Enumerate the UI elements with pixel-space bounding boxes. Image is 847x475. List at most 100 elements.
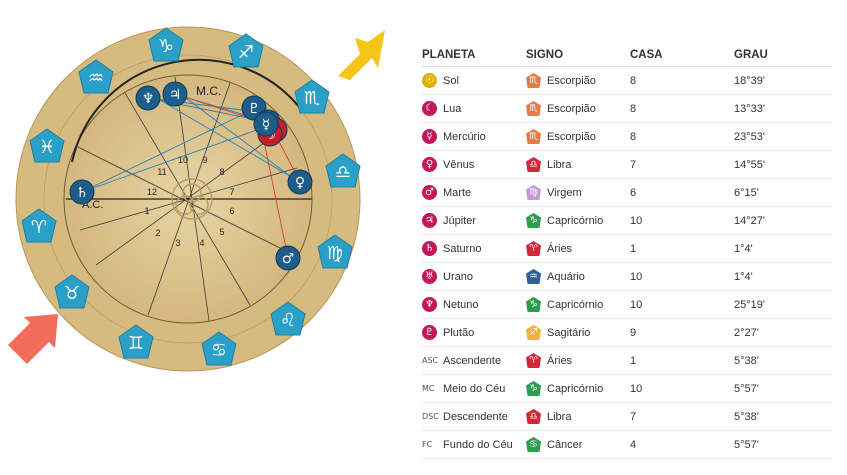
planet-name: Lua [443, 102, 462, 115]
pluto-icon: ♇ [248, 101, 261, 117]
zodiac-libra-badge: ♎ [325, 153, 361, 188]
house-cell: 7 [630, 410, 637, 423]
planet-name: Sol [443, 74, 459, 87]
degree-cell: 14°55' [734, 158, 765, 171]
degree-cell: 25°19' [734, 298, 765, 311]
sign-cell: ♎Libra [526, 157, 630, 172]
gemini-icon: ♊ [128, 333, 144, 354]
degree-cell: 13°33' [734, 102, 765, 115]
house-number-5: 5 [219, 227, 224, 237]
planet-name: Vênus [443, 158, 475, 171]
planet-marker-venus[interactable]: ♀ [287, 169, 313, 195]
sign-cell: ♈Áries [526, 353, 630, 368]
libra-icon: ♎ [335, 162, 351, 183]
house-cell: 1 [630, 242, 637, 255]
sign-name: Câncer [547, 438, 583, 451]
planet-name: Plutão [443, 326, 475, 339]
degree-cell: 2°27' [734, 326, 759, 339]
house-cell: 6 [630, 186, 637, 199]
sign-name: Aquário [547, 270, 585, 283]
leo-icon: ♌ [280, 310, 296, 331]
house-cell: 8 [630, 130, 637, 143]
house-cell: 10 [630, 214, 643, 227]
sign-name: Escorpião [547, 74, 596, 87]
planet-marker-jupiter[interactable]: ♃ [162, 81, 188, 107]
saturn-icon: ♄ [76, 185, 89, 201]
sign-name: Virgem [547, 186, 582, 199]
planet-marker-saturn[interactable]: ♄ [69, 179, 95, 205]
mercury-icon: ☿ [262, 117, 271, 133]
aries-icon: ♈ [31, 217, 47, 238]
house-cell: 1 [630, 354, 637, 367]
sagittarius-icon: ♐ [526, 325, 541, 340]
sign-name: Libra [547, 410, 572, 423]
top-rim-arc [71, 58, 301, 163]
planet-name: Descendente [443, 410, 508, 423]
planet-cell: ♆Netuno [422, 297, 526, 312]
sign-cell: ♋Câncer [526, 437, 630, 452]
table-row: ☿Mercúrio♏ Escorpião 8 23°53' [422, 123, 832, 151]
aquarius-icon: ♒ [88, 68, 104, 89]
sign-cell: ♏ Escorpião [526, 129, 630, 144]
mars-icon: ♂ [282, 251, 295, 267]
house-number-6: 6 [229, 206, 234, 216]
sign-cell: ♏Escorpião [526, 73, 630, 88]
libra-icon: ♎ [526, 157, 541, 172]
virgo-icon: ♍ [327, 243, 343, 264]
house-number-1: 1 [144, 206, 149, 216]
zodiac-capricorn-badge: ♑ [148, 27, 184, 62]
planet-marker-mercury[interactable]: ☿ [253, 111, 279, 137]
sign-cell: ♒ Aquário [526, 269, 630, 284]
saturn-icon: ♄ [422, 241, 437, 256]
planet-cell: ☉ Sol [422, 73, 526, 88]
planet-marker-mars[interactable]: ♂ [275, 245, 301, 271]
libra-icon: ♎ [526, 409, 541, 424]
planet-cell: ♂Marte [422, 185, 526, 200]
planet-cell: ☿Mercúrio [422, 129, 526, 144]
sign-name: Escorpião [547, 130, 596, 143]
aquarius-icon: ♒ [526, 269, 541, 284]
aspect-line [181, 94, 299, 183]
col-house-header: CASA [630, 49, 663, 61]
house-number-12: 12 [147, 187, 157, 197]
sign-cell: ♑Capricórnio [526, 297, 630, 312]
planet-name: Netuno [443, 298, 479, 311]
outer-ring-inner-edge [43, 54, 333, 344]
sun-icon: ☉ [422, 73, 437, 88]
sagittarius-icon: ♐ [238, 42, 254, 63]
sign-name: Sagitário [547, 326, 591, 339]
sign-name: Capricórnio [547, 382, 604, 395]
scorpio-icon: ♏ [526, 101, 541, 116]
zodiac-gemini-badge: ♊ [118, 324, 154, 359]
planet-cell: ☾Lua [422, 101, 526, 116]
house-number-7: 7 [229, 187, 234, 197]
degree-cell: 14°27' [734, 214, 765, 227]
cancer-icon: ♋ [211, 340, 227, 361]
zodiac-taurus-badge: ♉ [54, 274, 90, 309]
planet-name: Saturno [443, 242, 482, 255]
capricorn-icon: ♑ [526, 381, 541, 396]
house-cell: 8 [630, 74, 637, 87]
virgo-icon: ♍ [526, 185, 541, 200]
scorpio-icon: ♏ [526, 129, 541, 144]
degree-cell: 23°53' [734, 130, 765, 143]
planet-marker-neptune[interactable]: ♆ [135, 85, 161, 111]
degree-cell: 18°39' [734, 74, 765, 87]
sign-name: Capricórnio [547, 298, 604, 311]
degree-cell: 5°57' [734, 382, 759, 395]
sign-name: Áries [547, 242, 573, 255]
degree-cell: 5°38' [734, 354, 759, 367]
taurus-icon: ♉ [64, 283, 80, 304]
planet-name: Ascendente [443, 354, 502, 367]
zodiac-aries-badge: ♈ [21, 208, 57, 243]
